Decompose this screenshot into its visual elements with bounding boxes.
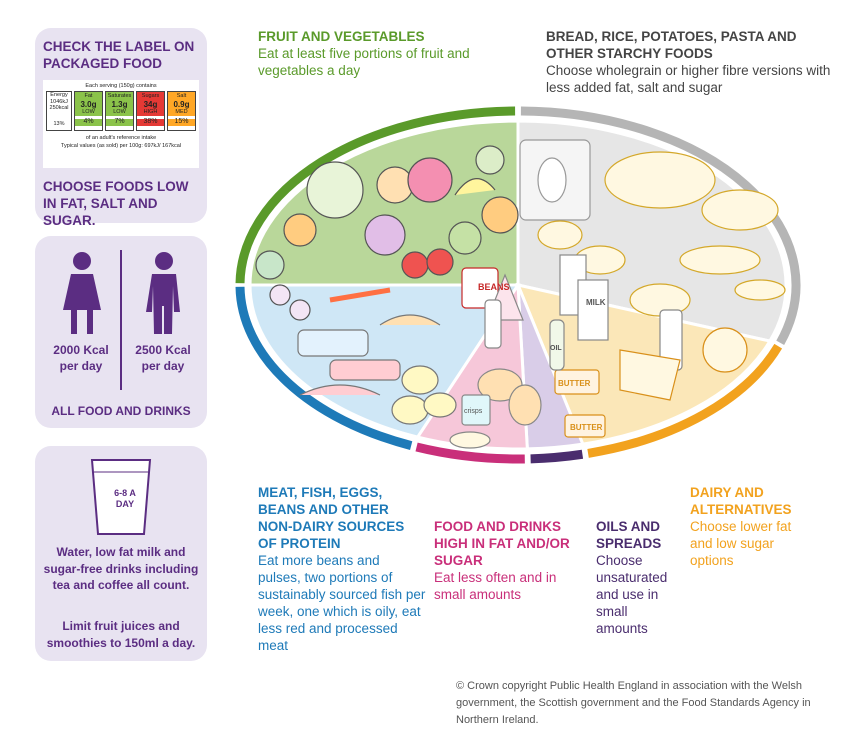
starchy-title: BREAD, RICE, POTATOES, PASTA AND OTHER S…	[546, 29, 797, 61]
energy-value: 1046kJ 250kcal	[49, 98, 69, 112]
starchy-illustrations	[519, 139, 786, 317]
nutrient-level: MED	[175, 108, 188, 115]
nutrient-name: Fat	[84, 93, 93, 99]
butter-label-2: BUTTER	[570, 423, 603, 432]
rim-starchy	[520, 106, 801, 345]
serving-text: Each serving (150g) contains	[85, 83, 157, 89]
energy-percent: 13%	[53, 120, 65, 127]
rim-fruit-veg	[235, 106, 516, 284]
rim-protein	[235, 286, 413, 450]
energy-label: Energy	[50, 92, 68, 98]
nutrient-name: Salt	[176, 93, 187, 99]
beans-can-label: BEANS	[478, 282, 510, 292]
check-label-panel: CHECK THE LABEL ON PACKAGED FOOD Each se…	[35, 28, 207, 228]
starchy-section: BREAD, RICE, POTATOES, PASTA AND OTHER S…	[546, 28, 836, 96]
man-icon	[146, 252, 180, 334]
all-food-drinks-text: ALL FOOD AND DRINKS	[51, 404, 191, 418]
butter-label: BUTTER	[558, 379, 591, 388]
oils-title: OILS AND SPREADS	[596, 519, 662, 551]
woman-icon	[63, 252, 101, 334]
nutrition-label: Each serving (150g) contains Energy 1046…	[43, 80, 199, 168]
nutrient-amount: 3.0g	[80, 99, 97, 109]
glass-text: 6-8 A DAY	[114, 488, 136, 509]
water-text: Water, low fat milk and sugar-free drink…	[43, 545, 199, 592]
protein-body: Eat more beans and pulses, two portions …	[258, 553, 426, 653]
man-kcal: 2500 Kcal per day	[135, 343, 191, 373]
people-divider	[120, 250, 122, 390]
dairy-body: Choose lower fat and low sugar options	[690, 519, 792, 568]
fruit-veg-body: Eat at least five portions of fruit and …	[258, 46, 470, 78]
calories-panel: 2000 Kcal per day 2500 Kcal per day ALL …	[35, 236, 207, 428]
starchy-body: Choose wholegrain or higher fibre versio…	[546, 63, 831, 95]
people-icons	[63, 252, 180, 334]
fruit-veg-section: FRUIT AND VEGETABLES Eat at least five p…	[258, 28, 488, 79]
woman-kcal: 2000 Kcal per day	[53, 343, 109, 373]
fat-sugar-title: FOOD AND DRINKS HIGH IN FAT AND/OR SUGAR	[434, 519, 570, 568]
fat-sugar-section: FOOD AND DRINKS HIGH IN FAT AND/OR SUGAR…	[434, 518, 584, 603]
nutrient-percent: 7%	[106, 118, 133, 126]
typical-values-text: Typical values (as sold) per 100g: 697kJ…	[60, 143, 182, 149]
sugar-illustrations	[449, 273, 542, 449]
ri-text: of an adult's reference intake	[85, 135, 157, 141]
crisps-label: crisps	[464, 408, 483, 415]
nutrient-amount: 0.9g	[173, 99, 190, 109]
oil-label: OIL	[550, 345, 562, 352]
nutrient-percent: 15%	[168, 118, 195, 126]
rim-dairy	[587, 343, 783, 458]
nutrient-level: LOW	[82, 108, 95, 115]
rim-fat-sugar	[415, 442, 525, 464]
nutrient-name: Sugars	[141, 93, 160, 99]
oils-section: OILS AND SPREADS Choose unsaturated and …	[596, 518, 680, 637]
nutrient-level: HIGH	[143, 108, 158, 115]
milk-label: MILK	[586, 298, 606, 307]
nutrient-name: Saturates	[107, 93, 132, 99]
copyright-notice: © Crown copyright Public Health England …	[456, 680, 811, 726]
oils-body: Choose unsaturated and use in small amou…	[596, 553, 668, 636]
nutrient-level: LOW	[113, 108, 126, 115]
segment-fruit-veg	[248, 119, 520, 287]
protein-section: MEAT, FISH, EGGS, BEANS AND OTHER NON-DA…	[258, 484, 426, 654]
glass-icon	[90, 459, 152, 535]
nutrient-percent: 4%	[75, 118, 102, 126]
fruit-veg-title: FRUIT AND VEGETABLES	[258, 29, 425, 44]
nutrient-amount: 34g	[143, 99, 158, 109]
rim-oils	[530, 449, 584, 464]
dairy-section: DAIRY AND ALTERNATIVES Choose lower fat …	[690, 484, 800, 569]
plate-decor: BEANS MILK BUTTER BUTTER OIL crisps	[255, 139, 786, 449]
vegetable-illustrations	[255, 145, 519, 321]
dairy-title: DAIRY AND ALTERNATIVES	[690, 485, 792, 517]
protein-title: MEAT, FISH, EGGS, BEANS AND OTHER NON-DA…	[258, 485, 405, 551]
drinks-panel: 6-8 A DAY Water, low fat milk and sugar-…	[35, 446, 207, 661]
juice-text: Limit fruit juices and smoothies to 150m…	[46, 619, 196, 650]
energy-cell: Energy 1046kJ 250kcal 13%	[46, 91, 72, 131]
nutrient-percent: 38%	[137, 118, 164, 126]
choose-foods-text: CHOOSE FOODS LOW IN FAT, SALT AND SUGAR.	[43, 179, 189, 228]
nutrient-amount: 1.3g	[111, 99, 128, 109]
dairy-illustrations	[549, 254, 748, 438]
fat-sugar-body: Eat less often and in small amounts	[434, 570, 557, 602]
protein-illustrations	[297, 267, 499, 425]
check-label-title: CHECK THE LABEL ON PACKAGED FOOD	[43, 39, 195, 71]
